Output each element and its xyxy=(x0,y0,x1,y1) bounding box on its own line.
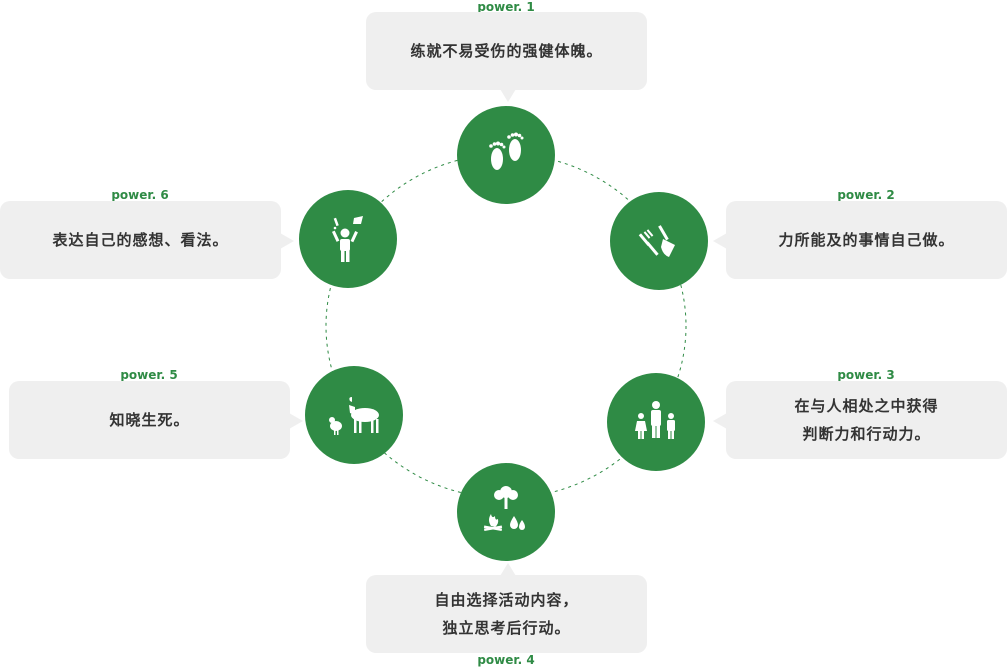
power-1-label: power. 1 xyxy=(477,0,535,14)
tree-fire-water-icon xyxy=(457,463,555,561)
power-1-text-line-1: 练就不易受伤的强健体魄。 xyxy=(410,42,603,60)
power-4-bubble: 自由选择活动内容， 独立思考后行动。 xyxy=(366,563,647,653)
power-2-bubble: 力所能及的事情自己做。 xyxy=(713,201,1007,279)
power-3-text-line-1: 在与人相处之中获得 xyxy=(794,397,939,415)
power-3-label: power. 3 xyxy=(837,368,895,382)
power-2-label: power. 2 xyxy=(837,188,895,202)
power-3-text-line-2: 判断力和行动力。 xyxy=(802,425,931,443)
power-2-text-line-1: 力所能及的事情自己做。 xyxy=(778,231,955,249)
power-5-label: power. 5 xyxy=(120,368,178,382)
garden-tools-icon xyxy=(610,192,708,290)
power-6-bubble: 表达自己的感想、看法。 xyxy=(0,201,294,279)
power-1-bubble: 练就不易受伤的强健体魄。 xyxy=(366,12,647,102)
power-4-text-line-2: 独立思考后行动。 xyxy=(442,619,571,637)
power-6-label: power. 6 xyxy=(111,188,169,202)
power-5-bubble: 知晓生死。 xyxy=(9,381,303,459)
family-icon xyxy=(607,373,705,471)
footprints-icon xyxy=(457,106,555,204)
power-4-label: power. 4 xyxy=(477,653,535,667)
power-6-text-line-1: 表达自己的感想、看法。 xyxy=(52,231,229,249)
goat-chicken-icon xyxy=(305,366,403,464)
power-5-text-line-1: 知晓生死。 xyxy=(109,411,190,429)
child-expressing-icon xyxy=(299,190,397,288)
power-4-text-line-1: 自由选择活动内容， xyxy=(434,591,579,609)
power-3-bubble: 在与人相处之中获得 判断力和行动力。 xyxy=(713,381,1007,459)
